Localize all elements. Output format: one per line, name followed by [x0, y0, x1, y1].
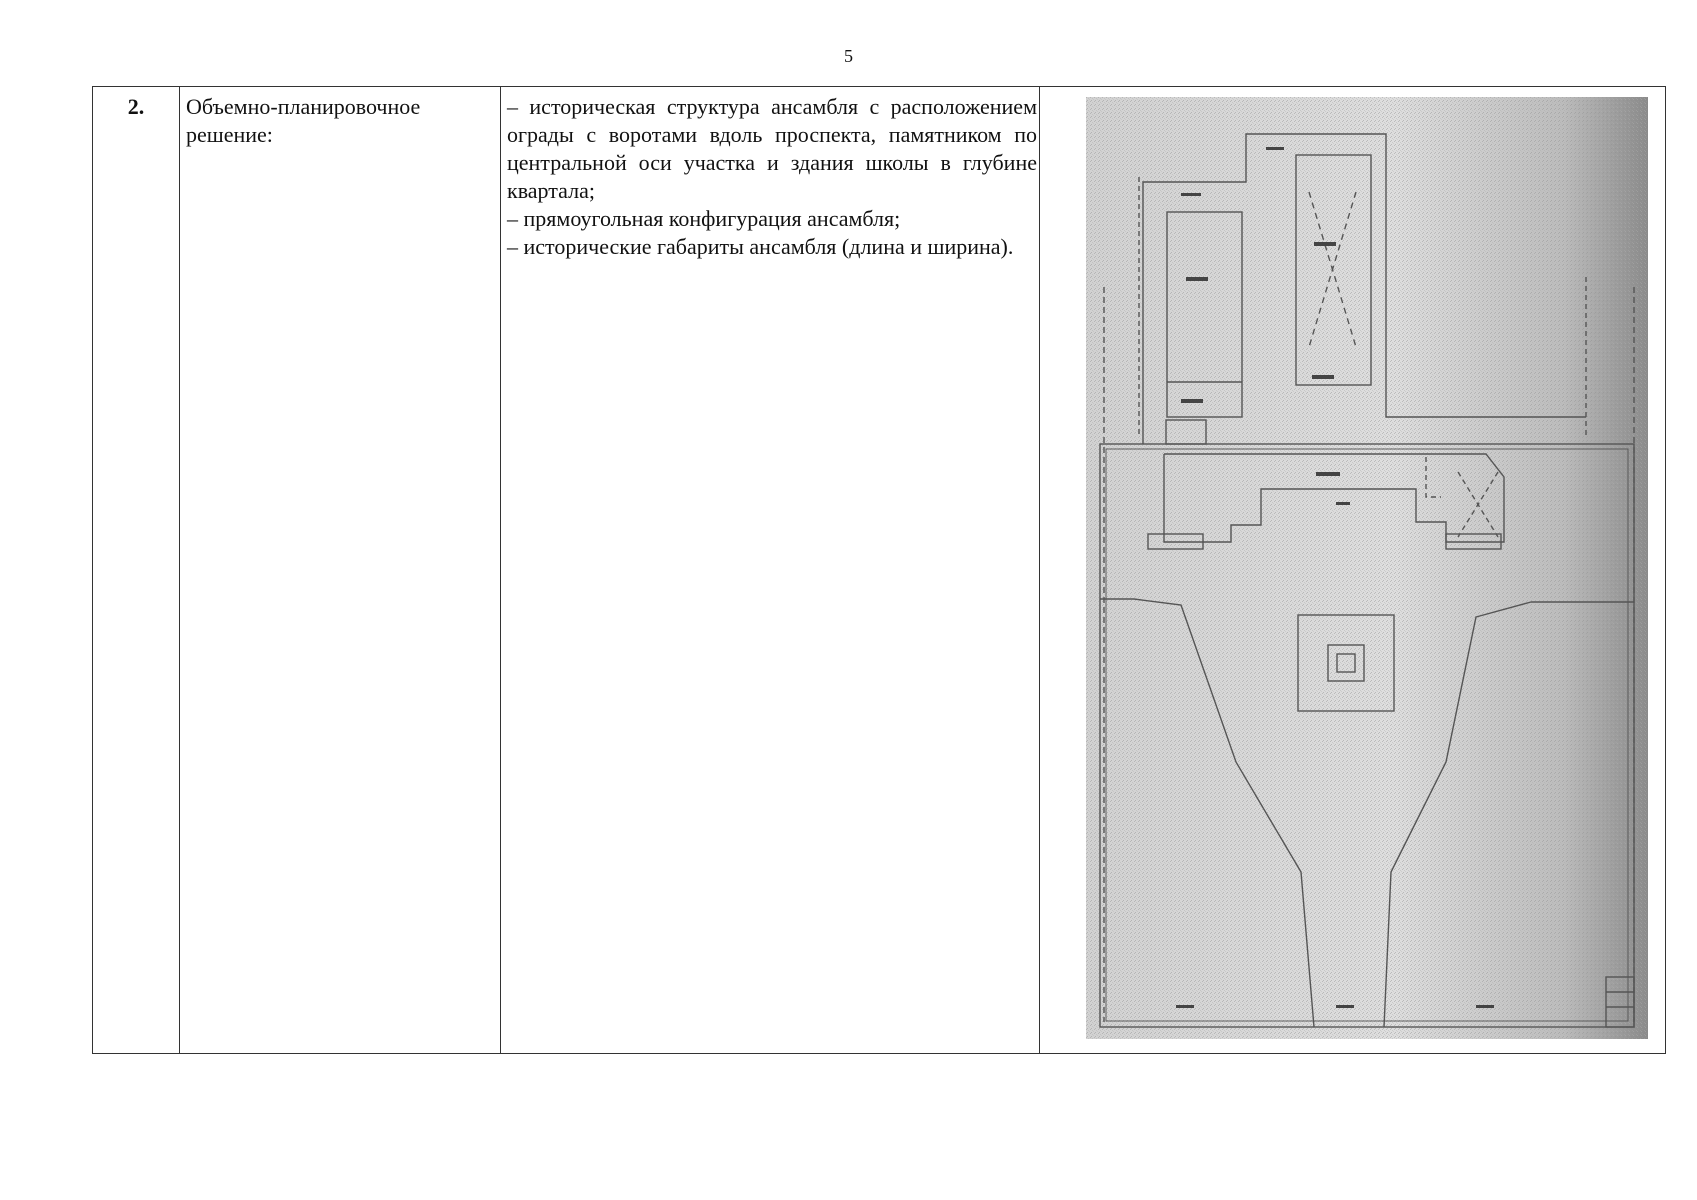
protected-features-table: 2. Объемно-планировочное решение: – исто…: [92, 86, 1666, 1054]
table-row: 2. Объемно-планировочное решение: – исто…: [92, 86, 1666, 1054]
feature-name: Объемно-планировочное решение:: [179, 86, 501, 1054]
feature-description: – историческая структура ансамбля с расп…: [500, 86, 1040, 1054]
site-plan-cell: [1039, 86, 1666, 1054]
description-item: – исторические габариты ансамбля (длина …: [507, 234, 1014, 259]
site-plan-image: [1086, 97, 1648, 1039]
description-item: – прямоугольная конфигурация ансамбля;: [507, 206, 901, 231]
row-number: 2.: [92, 86, 180, 1054]
description-item: – историческая структура ансамбля с расп…: [507, 94, 1037, 203]
page-number: 5: [844, 46, 853, 66]
